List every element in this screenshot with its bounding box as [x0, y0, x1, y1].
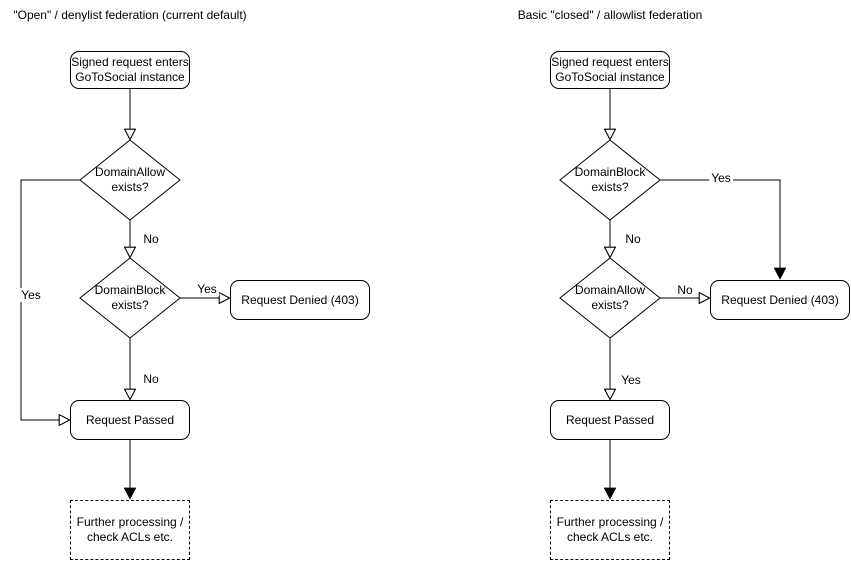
- allowlist-label-decision1-down: No: [623, 232, 643, 246]
- allowlist-label-decision2-down: Yes: [619, 373, 643, 387]
- denylist-start-node: Signed request enters GoToSocial instanc…: [70, 51, 190, 89]
- denylist-decision1-label: DomainAllow exists?: [94, 165, 166, 194]
- allowlist-start-node: Signed request enters GoToSocial instanc…: [550, 51, 670, 89]
- denylist-label-decision2-down: No: [141, 372, 161, 386]
- denylist-chart-title: "Open" / denylist federation (current de…: [13, 8, 247, 22]
- allowlist-edge-decision1-to-denied: [660, 179, 780, 278]
- denylist-label-decision1-down: No: [141, 232, 161, 246]
- denylist-passed-node: Request Passed: [70, 400, 190, 440]
- allowlist-decision2-label: DomainAllow exists?: [574, 283, 646, 312]
- denylist-label-decision2-side: Yes: [195, 282, 219, 296]
- denylist-label-decision1-branch: Yes: [19, 288, 43, 302]
- allowlist-decision1-label: DomainBlock exists?: [574, 165, 646, 194]
- denylist-further-node: Further processing / check ACLs etc.: [70, 500, 190, 560]
- denylist-denied-node: Request Denied (403): [230, 280, 370, 320]
- allowlist-passed-node: Request Passed: [550, 400, 670, 440]
- allowlist-label-decision2-side: No: [675, 283, 695, 297]
- denylist-decision2-label: DomainBlock exists?: [94, 283, 166, 312]
- allowlist-further-node: Further processing / check ACLs etc.: [550, 500, 670, 560]
- allowlist-chart-title: Basic "closed" / allowlist federation: [517, 8, 703, 22]
- allowlist-label-decision1-branch: Yes: [709, 171, 733, 185]
- allowlist-denied-node: Request Denied (403): [710, 280, 850, 320]
